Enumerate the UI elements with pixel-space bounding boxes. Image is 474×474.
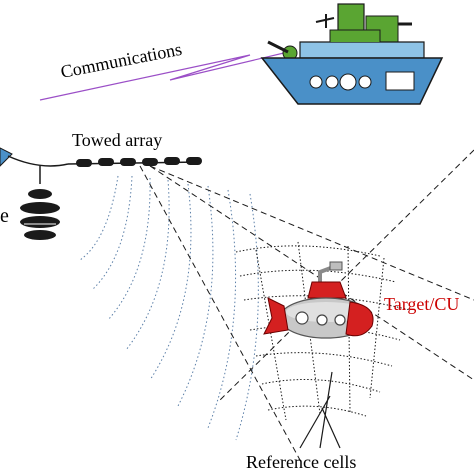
reference-cells-label: Reference cells [246,452,356,472]
target-label: Target/CU [384,294,459,314]
submarine-icon [263,261,374,339]
left-partial-label: e [0,205,9,227]
reference-cell-pointers [299,371,341,449]
tow-cable [7,155,69,167]
sonar-emitter-icon [0,147,13,167]
towed-array-label: Towed array [72,130,162,150]
beam-sector [139,149,474,461]
range-cells [235,241,411,421]
communications-label: Communications [59,39,184,82]
towed-array-icon [67,157,202,167]
communications-link: Communications [39,39,289,101]
ship-icon [260,3,444,105]
buoy-icon [20,189,60,240]
sound-waves [79,175,259,441]
